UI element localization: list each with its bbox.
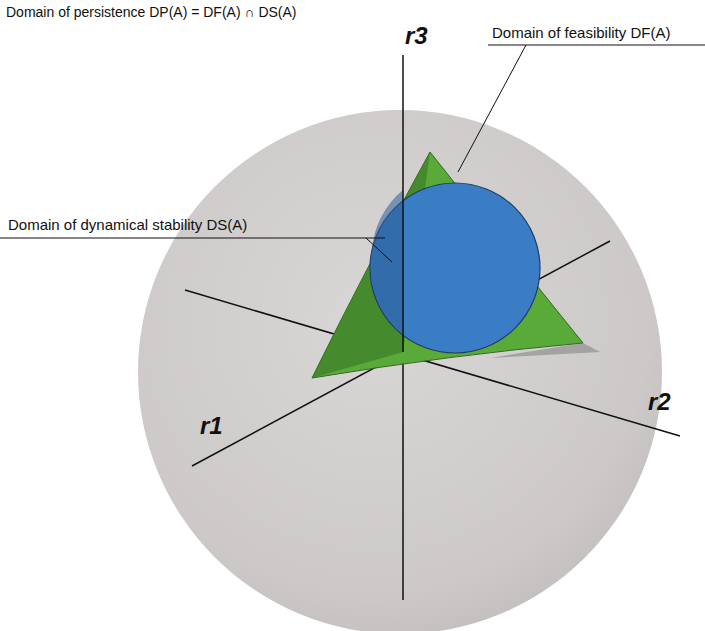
callout-label: Domain of feasibility DF(A) [492, 24, 670, 41]
underline [0, 238, 385, 239]
diagram-title: Domain of persistence DP(A) = DF(A) ∩ DS… [6, 4, 297, 20]
callout-label: Domain of dynamical stability DS(A) [8, 216, 247, 233]
leader-line [366, 238, 392, 262]
underline [488, 45, 705, 46]
axis-label: r2 [648, 388, 671, 416]
stability-shade [370, 190, 403, 334]
leader-line [458, 45, 526, 172]
stability-domain [370, 183, 540, 353]
sphere [138, 110, 662, 631]
feasibility-domain [312, 152, 583, 378]
axis-label: r1 [200, 412, 223, 440]
axis-r3-upper [402, 55, 404, 352]
axis-r3-lower [402, 352, 404, 600]
cone-shadow [490, 343, 600, 358]
axis-label: r3 [405, 22, 428, 50]
